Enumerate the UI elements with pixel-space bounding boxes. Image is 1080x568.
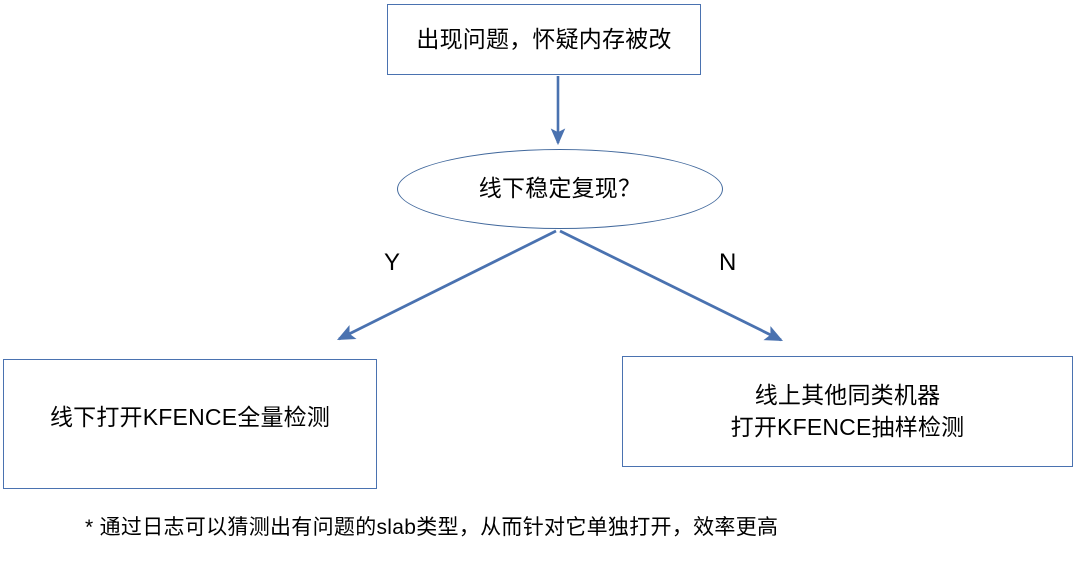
node-decision-reproducible: 线下稳定复现？ (397, 149, 723, 229)
edge-label-no: N (719, 249, 737, 276)
node-outcome-online-label: 线上其他同类机器 打开KFENCE抽样检测 (730, 381, 965, 440)
node-problem-statement: 出现问题，怀疑内存被改 (387, 4, 701, 75)
node-decision-label: 线下稳定复现？ (478, 175, 642, 202)
edge-label-yes: Y (384, 249, 401, 276)
node-outcome-online-sampling-detection: 线上其他同类机器 打开KFENCE抽样检测 (622, 356, 1073, 467)
arrow-decision-to-offline (336, 229, 557, 341)
node-outcome-offline-full-detection: 线下打开KFENCE全量检测 (3, 359, 377, 489)
node-outcome-offline-label: 线下打开KFENCE全量检测 (49, 404, 331, 431)
node-problem-label: 出现问题，怀疑内存被改 (416, 25, 672, 52)
arrow-decision-to-online (559, 229, 784, 342)
footnote-text: * 通过日志可以猜测出有问题的slab类型，从而针对它单独打开，效率更高 (85, 516, 779, 539)
